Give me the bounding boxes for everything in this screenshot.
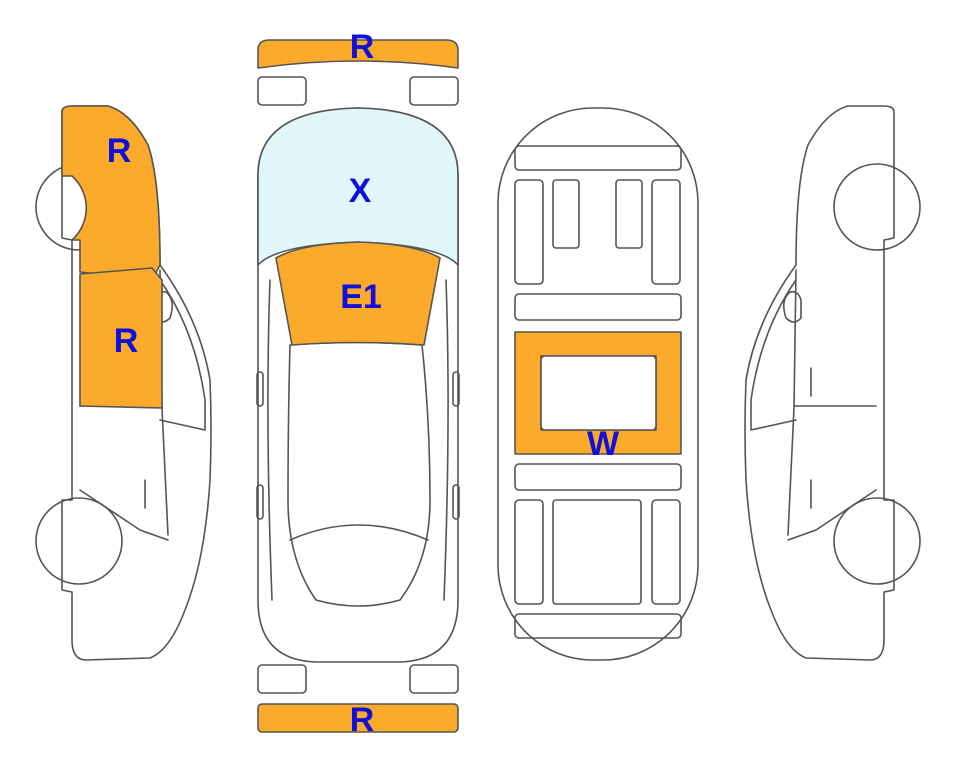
top-right-mirror xyxy=(452,371,460,407)
underbody-front-inner-right xyxy=(615,179,643,249)
right-front-door-line xyxy=(787,269,797,536)
left-front-door-code: R xyxy=(114,322,139,360)
top-right-side-line xyxy=(443,279,449,601)
underbody-center-code: W xyxy=(587,425,620,463)
right-rear-door-line xyxy=(787,489,877,541)
left-window-line xyxy=(159,279,206,431)
underbody-bottom-rail xyxy=(514,613,682,639)
underbody-rear-left-bar xyxy=(514,499,544,605)
left-front-door-damage xyxy=(79,267,163,409)
front-bumper-left-light xyxy=(257,76,307,106)
left-front-fender-code: R xyxy=(107,132,132,170)
top-rear-window xyxy=(289,524,429,541)
rear-bumper-left-light xyxy=(257,664,307,694)
right-body-outline xyxy=(744,105,895,661)
front-bumper-right-light xyxy=(409,76,459,106)
right-window-line xyxy=(750,279,797,431)
rear-bumper-right-light xyxy=(409,664,459,694)
front-bumper-code: R xyxy=(350,28,375,66)
underbody-rear-right-bar xyxy=(651,499,681,605)
underbody-top-rail xyxy=(514,145,682,171)
hood-damage xyxy=(275,241,441,346)
top-left-side-line xyxy=(267,279,273,601)
left-rear-wheel xyxy=(35,497,123,585)
top-left-mirror xyxy=(256,371,264,407)
underbody-front-right-bar xyxy=(651,179,681,285)
underbody-view xyxy=(497,107,699,661)
left-front-fender-damage xyxy=(61,105,161,281)
right-side-view xyxy=(744,105,921,661)
top-left-rear-mirror xyxy=(256,484,264,520)
top-cabin-outline xyxy=(287,341,431,607)
underbody-center-cutout xyxy=(540,355,657,431)
right-rear-wheel xyxy=(833,497,921,585)
right-mirror xyxy=(782,290,802,323)
underbody-lower-rail xyxy=(514,463,682,491)
top-right-rear-mirror xyxy=(452,484,460,520)
underbody-front-inner-left xyxy=(552,179,580,249)
underbody-outline xyxy=(497,107,699,661)
left-rear-door-line xyxy=(79,489,169,541)
rear-bumper-code: R xyxy=(350,701,375,739)
front-bumper-damage xyxy=(257,39,459,69)
underbody-front-left-bar xyxy=(514,179,544,285)
hood-code: E1 xyxy=(340,278,382,316)
underbody-rear-center xyxy=(552,499,642,605)
rear-bumper-damage xyxy=(257,703,459,733)
underbody-mid-rail xyxy=(514,293,682,321)
right-front-wheel xyxy=(833,163,921,251)
windshield-code: X xyxy=(349,172,372,210)
